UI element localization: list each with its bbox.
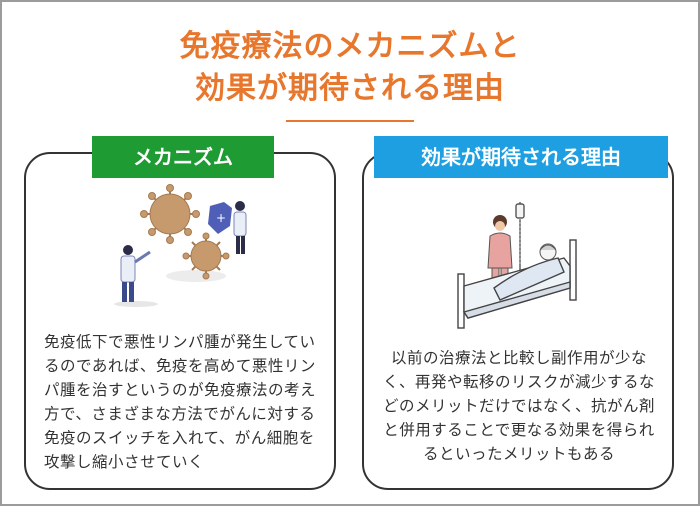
page-title-line1: 免疫療法のメカニズムと	[179, 29, 521, 64]
reason-tag: 効果が期待される理由	[374, 136, 668, 178]
title-underline	[286, 120, 414, 122]
mechanism-tag: メカニズム	[92, 136, 274, 178]
doctor-right-icon	[233, 201, 247, 254]
virus-small-icon	[182, 232, 230, 280]
patient-icon	[539, 243, 557, 261]
doctor-left-icon	[120, 245, 151, 302]
hospital-bed-illustration	[457, 202, 577, 329]
virus-doctors-illustration: +	[114, 184, 247, 307]
reason-text: 以前の治療法と比較し副作用が少なく、再発や転移のリスクが減少するなどのメリットだ…	[382, 349, 655, 463]
page-title-line2: 効果が期待される理由	[195, 71, 505, 106]
mechanism-text: 免疫低下で悪性リンパ腫が発生しているのであれば、免疫を高めて悪性リンパ腫を治すと…	[44, 333, 317, 471]
svg-text:+: +	[216, 211, 226, 225]
bed-icon	[457, 239, 577, 329]
iv-stand-icon	[515, 202, 525, 286]
page-title: 免疫療法のメカニズムと 効果が期待される理由	[0, 26, 700, 110]
virus-large-icon	[140, 184, 200, 244]
shield-icon	[208, 202, 232, 234]
